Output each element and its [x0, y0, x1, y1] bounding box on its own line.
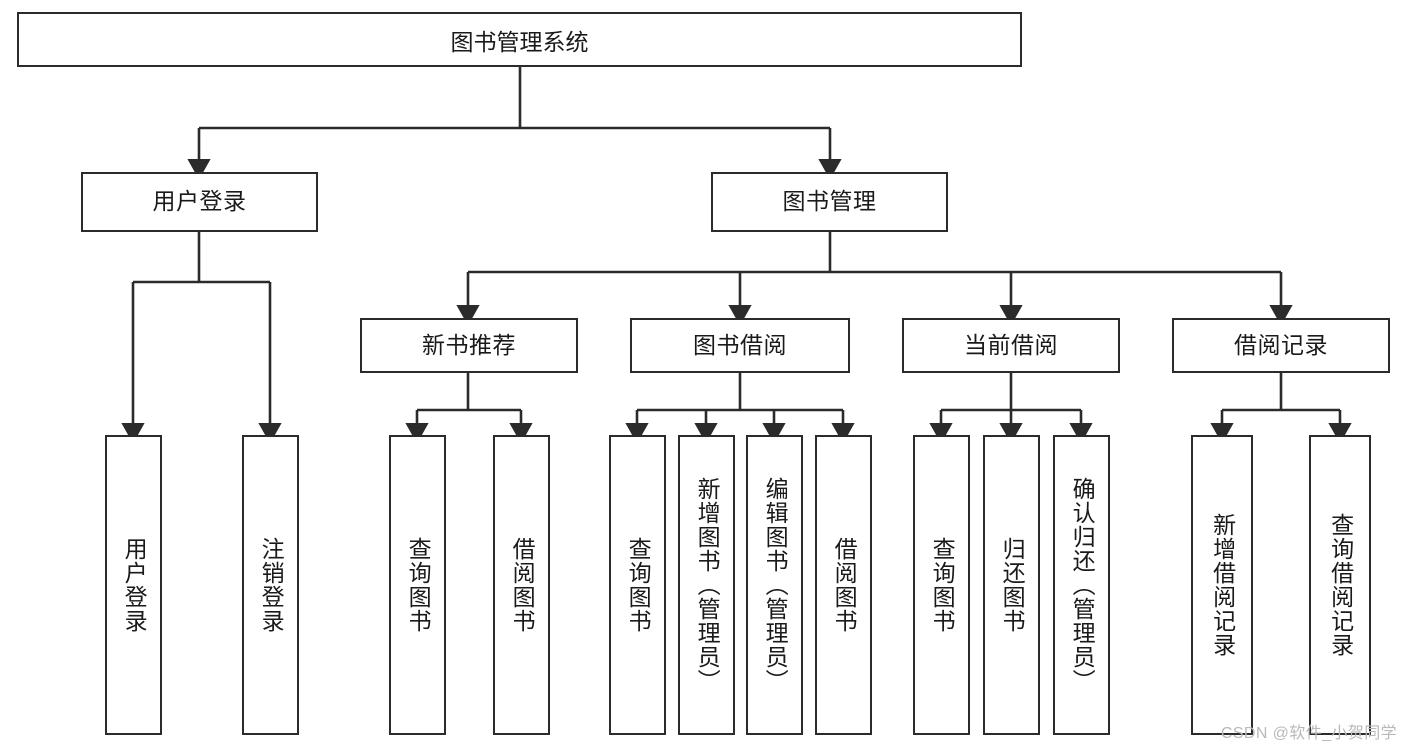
- node-label: 注销登录: [258, 537, 285, 633]
- node-user-login[interactable]: 用户登录: [81, 172, 318, 232]
- leaf-add-book-admin[interactable]: 新增图书（管理员）: [678, 435, 735, 735]
- node-label: 新增借阅记录: [1209, 513, 1236, 657]
- leaf-query-book-borrow[interactable]: 查询图书: [609, 435, 666, 735]
- node-label: 查询图书: [929, 537, 956, 633]
- node-label: 查询借阅记录: [1327, 513, 1354, 657]
- leaf-user-login[interactable]: 用户登录: [105, 435, 162, 735]
- node-label: 借阅图书: [831, 537, 858, 633]
- leaf-query-borrow-record[interactable]: 查询借阅记录: [1309, 435, 1371, 735]
- node-book-borrow[interactable]: 图书借阅: [630, 318, 850, 373]
- watermark: CSDN @软件_小贺同学: [1220, 725, 1397, 742]
- node-borrow-record[interactable]: 借阅记录: [1172, 318, 1390, 373]
- leaf-logout[interactable]: 注销登录: [242, 435, 299, 735]
- leaf-query-book-recommend[interactable]: 查询图书: [389, 435, 446, 735]
- leaf-return-book[interactable]: 归还图书: [983, 435, 1040, 735]
- node-label: 新书推荐: [422, 331, 516, 358]
- node-label: 查询图书: [625, 537, 652, 633]
- node-label: 用户登录: [152, 188, 247, 215]
- leaf-borrow-book[interactable]: 借阅图书: [815, 435, 872, 735]
- node-label: 确认归还（管理员）: [1069, 477, 1096, 693]
- node-label: 图书借阅: [693, 331, 787, 358]
- leaf-confirm-return-admin[interactable]: 确认归还（管理员）: [1053, 435, 1110, 735]
- node-label: 编辑图书（管理员）: [762, 477, 789, 693]
- leaf-edit-book-admin[interactable]: 编辑图书（管理员）: [746, 435, 803, 735]
- leaf-add-borrow-record[interactable]: 新增借阅记录: [1191, 435, 1253, 735]
- node-label: 图书管理系统: [450, 28, 589, 55]
- leaf-query-book-current[interactable]: 查询图书: [913, 435, 970, 735]
- node-label: 借阅记录: [1234, 331, 1328, 358]
- node-label: 归还图书: [999, 537, 1026, 633]
- node-label: 查询图书: [405, 537, 432, 633]
- node-label: 当前借阅: [964, 331, 1058, 358]
- node-label: 图书管理: [782, 188, 877, 215]
- node-label: 借阅图书: [509, 537, 536, 633]
- node-root-book-management-system[interactable]: 图书管理系统: [17, 12, 1022, 67]
- leaf-borrow-book-recommend[interactable]: 借阅图书: [493, 435, 550, 735]
- node-new-book-recommend[interactable]: 新书推荐: [360, 318, 578, 373]
- node-current-borrow[interactable]: 当前借阅: [902, 318, 1120, 373]
- node-book-management[interactable]: 图书管理: [711, 172, 948, 232]
- node-label: 新增图书（管理员）: [694, 477, 721, 693]
- node-label: 用户登录: [121, 537, 148, 633]
